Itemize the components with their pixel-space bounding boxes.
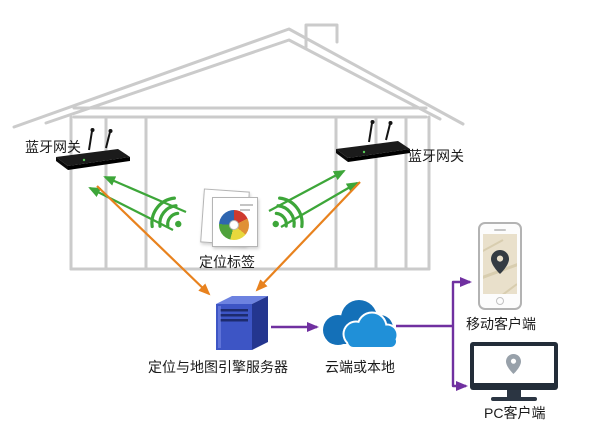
text-line — [240, 204, 253, 206]
router-icon — [336, 120, 410, 162]
positioning-tag — [148, 188, 308, 254]
gateway-right-label: 蓝牙网关 — [408, 148, 464, 164]
mobile-client-label: 移动客户端 — [466, 316, 536, 332]
server-tower-icon — [216, 296, 268, 350]
gateway-left-label: 蓝牙网关 — [25, 139, 81, 155]
to-mobile-arrow — [451, 277, 472, 326]
phone-speaker — [494, 229, 506, 231]
cloud-icon — [323, 300, 399, 349]
roof-outer — [12, 27, 465, 129]
uplink-arrow — [96, 185, 211, 296]
map-pin-icon — [491, 250, 509, 274]
phone-home-button — [496, 297, 504, 305]
tag-label: 定位标签 — [199, 254, 255, 270]
house-outline — [12, 23, 465, 271]
monitor-stand — [507, 390, 521, 397]
pc-client-device — [470, 342, 558, 402]
server-label: 定位与地图引擎服务器 — [148, 359, 288, 375]
wifi-signal-icon — [150, 196, 182, 229]
uplink-arrows-orange — [96, 181, 361, 296]
bluetooth-gateway-left — [54, 126, 132, 172]
to-pc-arrow — [451, 326, 468, 391]
monitor-screen — [474, 346, 554, 383]
server — [212, 292, 274, 354]
color-wheel-icon — [219, 210, 249, 240]
phone-frame — [478, 222, 522, 310]
roof-inner — [44, 38, 442, 125]
uplink-arrow — [255, 181, 361, 292]
pc-client-label: PC客户端 — [484, 405, 546, 421]
mobile-client-device — [478, 222, 522, 310]
tag-card-front — [212, 197, 258, 247]
cloud — [314, 296, 406, 352]
cloud-label: 云端或本地 — [325, 359, 395, 375]
roof-vent — [304, 23, 339, 49]
map-pin-icon — [506, 354, 521, 374]
wifi-signal-icon — [272, 196, 304, 229]
bluetooth-gateway-right — [334, 118, 412, 164]
signal-arrow — [268, 170, 346, 212]
text-line — [240, 209, 250, 211]
monitor-frame — [470, 342, 558, 390]
flow-arrows-purple — [271, 277, 472, 391]
monitor-stand-base — [491, 397, 537, 401]
phone-map-screen — [483, 234, 517, 294]
router-icon — [56, 128, 130, 170]
